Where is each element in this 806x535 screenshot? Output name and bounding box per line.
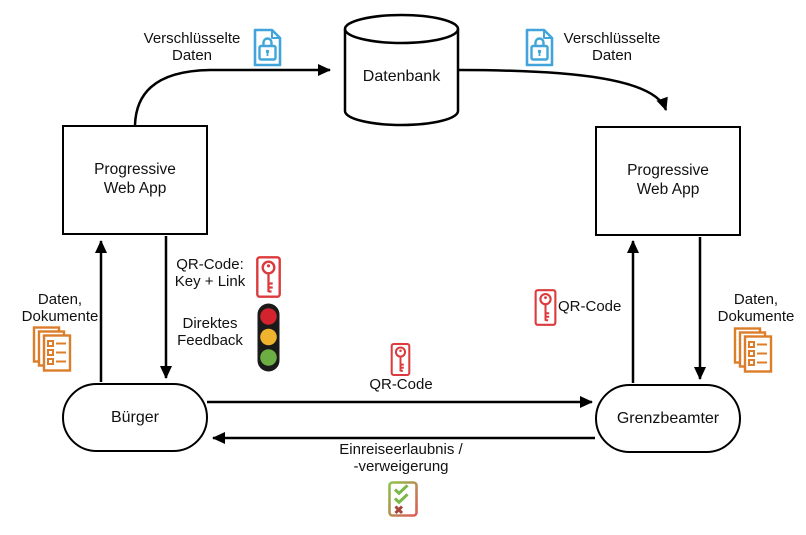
node-pwa-left-label: Progressive Web App bbox=[94, 161, 176, 197]
label-encrypted-data-left: Verschlüsselte Daten bbox=[143, 30, 241, 64]
node-pwa-right: Progressive Web App bbox=[595, 126, 741, 236]
documents-list-icon bbox=[32, 326, 73, 372]
label-encrypted-data-right: Verschlüsselte Daten bbox=[563, 30, 661, 64]
node-datenbank-label: Datenbank bbox=[362, 68, 441, 85]
node-grenzbeamter: Grenzbeamter bbox=[595, 384, 741, 453]
datenbank-cylinder-lid bbox=[343, 28, 460, 45]
arrow-pwa-left-to-datenbank bbox=[133, 64, 331, 126]
label-daten-dokumente-right: Daten, Dokumente bbox=[717, 291, 795, 325]
document-lock-icon bbox=[252, 28, 283, 67]
key-icon bbox=[389, 343, 412, 376]
label-daten-dokumente-left: Daten, Dokumente bbox=[21, 291, 99, 325]
document-lock-icon bbox=[524, 28, 555, 67]
arrow-datenbank-to-pwa-right bbox=[457, 68, 668, 111]
label-qr-code-key-link: QR-Code: Key + Link bbox=[174, 256, 246, 290]
traffic-light-icon bbox=[257, 303, 280, 372]
label-direktes-feedback: Direktes Feedback bbox=[177, 315, 243, 349]
node-grenzbeamter-label: Grenzbeamter bbox=[616, 409, 720, 427]
label-qr-code-right: QR-Code bbox=[558, 298, 622, 315]
documents-list-icon bbox=[733, 327, 774, 373]
node-buerger: Bürger bbox=[62, 383, 208, 452]
label-einreiseerlaubnis: Einreiseerlaubnis / -verweigerung bbox=[339, 441, 463, 475]
node-buerger-label: Bürger bbox=[110, 408, 160, 426]
key-icon bbox=[533, 289, 558, 326]
key-icon bbox=[256, 256, 281, 298]
node-pwa-right-label: Progressive Web App bbox=[627, 162, 709, 198]
node-pwa-left: Progressive Web App bbox=[62, 125, 208, 235]
checklist-icon bbox=[388, 481, 418, 517]
label-qr-code-middle: QR-Code bbox=[369, 376, 433, 393]
datenbank-cylinder bbox=[343, 13, 460, 127]
